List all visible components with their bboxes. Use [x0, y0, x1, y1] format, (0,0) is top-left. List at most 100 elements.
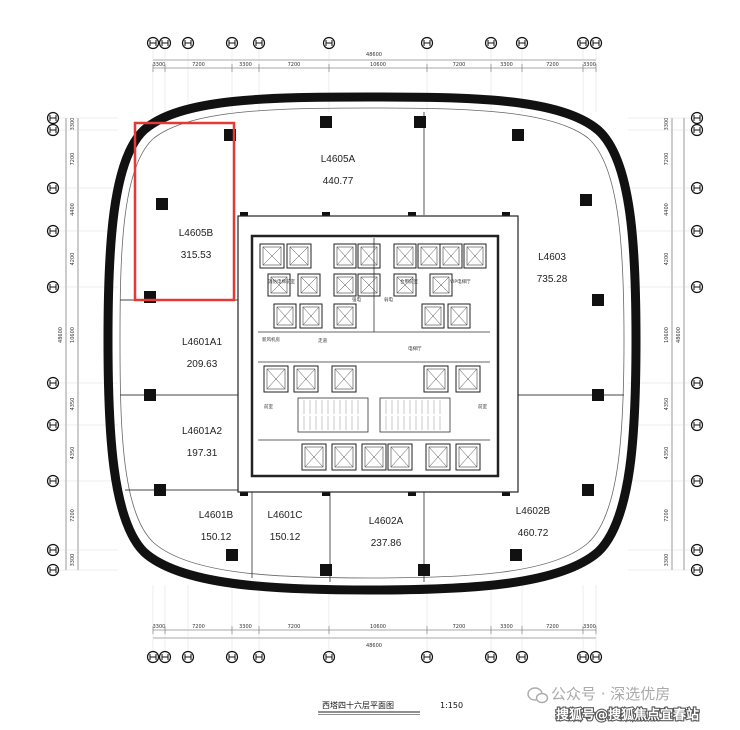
elevator-car	[393, 273, 417, 297]
watermark-line2: 搜狐号@搜狐焦点宜春站	[556, 707, 699, 723]
elevator-car	[333, 243, 357, 269]
bottom-dimension-value: 7200	[453, 624, 466, 630]
column	[320, 116, 332, 128]
column	[414, 116, 426, 128]
right-grid-axis-bubbles	[690, 111, 704, 577]
grid-bubble	[146, 36, 160, 50]
grid-bubble	[690, 181, 704, 195]
core-room-label: 走道	[318, 337, 327, 344]
unit-id: L4601A1	[182, 337, 222, 348]
highlight-box-l4605b	[133, 121, 236, 302]
top-dimension-total: 48600	[366, 52, 382, 58]
grid-bubble	[690, 376, 704, 390]
grid-bubble	[690, 224, 704, 238]
unit-area: 237.86	[371, 538, 402, 549]
core-room-label: 合用前室	[400, 278, 418, 285]
grid-bubble	[515, 650, 529, 664]
grid-bubble	[576, 650, 590, 664]
unit-id: L4605B	[179, 228, 214, 239]
grid-bubble	[589, 650, 603, 664]
right-dimension-value: 3300	[664, 554, 670, 567]
unit-id: L4601C	[267, 510, 302, 521]
core-room-label: 弱电	[384, 296, 393, 303]
grid-bubble	[690, 123, 704, 137]
elevator-car	[393, 243, 417, 269]
top-dimension-value: 3300	[239, 62, 252, 68]
unit-area: 150.12	[201, 532, 232, 543]
watermark-line1: 公众号 · 深选优房	[551, 685, 670, 703]
right-dimension-value: 4400	[664, 203, 670, 216]
grid-bubble	[158, 650, 172, 664]
column	[512, 129, 524, 141]
grid-bubble	[46, 181, 60, 195]
elevator-car	[429, 273, 453, 297]
right-dimension-value: 10600	[664, 327, 670, 343]
grid-bubble	[146, 650, 160, 664]
elevator-car	[455, 443, 481, 471]
elevator-car	[273, 303, 297, 329]
grid-bubble	[589, 36, 603, 50]
grid-bubble	[225, 650, 239, 664]
grid-bubble	[322, 36, 336, 50]
right-dimension-value: 4350	[664, 398, 670, 411]
stair-right	[379, 397, 451, 433]
column	[582, 484, 594, 496]
elevator-car	[455, 365, 481, 393]
grid-bubble	[484, 650, 498, 664]
grid-bubble	[46, 280, 60, 294]
elevator-car	[259, 243, 285, 269]
bottom-dimension-value: 3300	[500, 624, 513, 630]
grid-bubble	[322, 650, 336, 664]
right-dimension-value: 7200	[664, 153, 670, 166]
bottom-dimension-total: 48600	[366, 643, 382, 649]
top-dimension-value: 3300	[583, 62, 596, 68]
right-dimension-value: 4200	[664, 253, 670, 266]
grid-bubble	[420, 650, 434, 664]
core-room-label: 消防电梯前室	[268, 278, 295, 285]
grid-bubble	[690, 543, 704, 557]
bottom-dimension-value: 3300	[583, 624, 596, 630]
left-dimension-value: 3300	[70, 554, 76, 567]
left-dimension-value: 4200	[70, 253, 76, 266]
grid-bubble	[46, 563, 60, 577]
bottom-dimension-value: 3300	[153, 624, 166, 630]
stair-left	[297, 397, 369, 433]
right-dimension-value: 3300	[664, 118, 670, 131]
left-dimension-total: 48600	[58, 327, 64, 343]
column	[580, 194, 592, 206]
top-dimension-value: 7200	[288, 62, 301, 68]
column	[226, 549, 238, 561]
elevator-car	[421, 303, 445, 329]
grid-bubble	[252, 650, 266, 664]
column	[592, 294, 604, 306]
bottom-dimension-value: 7200	[288, 624, 301, 630]
elevator-car	[297, 273, 321, 297]
grid-bubble	[46, 111, 60, 125]
grid-bubble	[690, 474, 704, 488]
bottom-dimension-value: 10600	[370, 624, 386, 630]
left-dimension-value: 7200	[70, 509, 76, 522]
grid-bubble	[181, 650, 195, 664]
column	[156, 198, 168, 210]
grid-bubble	[484, 36, 498, 50]
elevator-car	[417, 243, 441, 269]
unit-area: 440.77	[323, 176, 354, 187]
elevator-car	[331, 365, 357, 393]
grid-bubble	[515, 36, 529, 50]
elevator-car	[387, 443, 413, 471]
drawing-scale: 1:150	[440, 701, 463, 710]
right-dimension-total: 48600	[676, 327, 682, 343]
column	[418, 564, 430, 576]
left-dimension-value: 3300	[70, 118, 76, 131]
elevator-car	[299, 303, 323, 329]
grid-bubble	[576, 36, 590, 50]
elevator-car	[301, 443, 327, 471]
watermark: 公众号 · 深选优房 搜狐号@搜狐焦点宜春站	[527, 685, 700, 724]
